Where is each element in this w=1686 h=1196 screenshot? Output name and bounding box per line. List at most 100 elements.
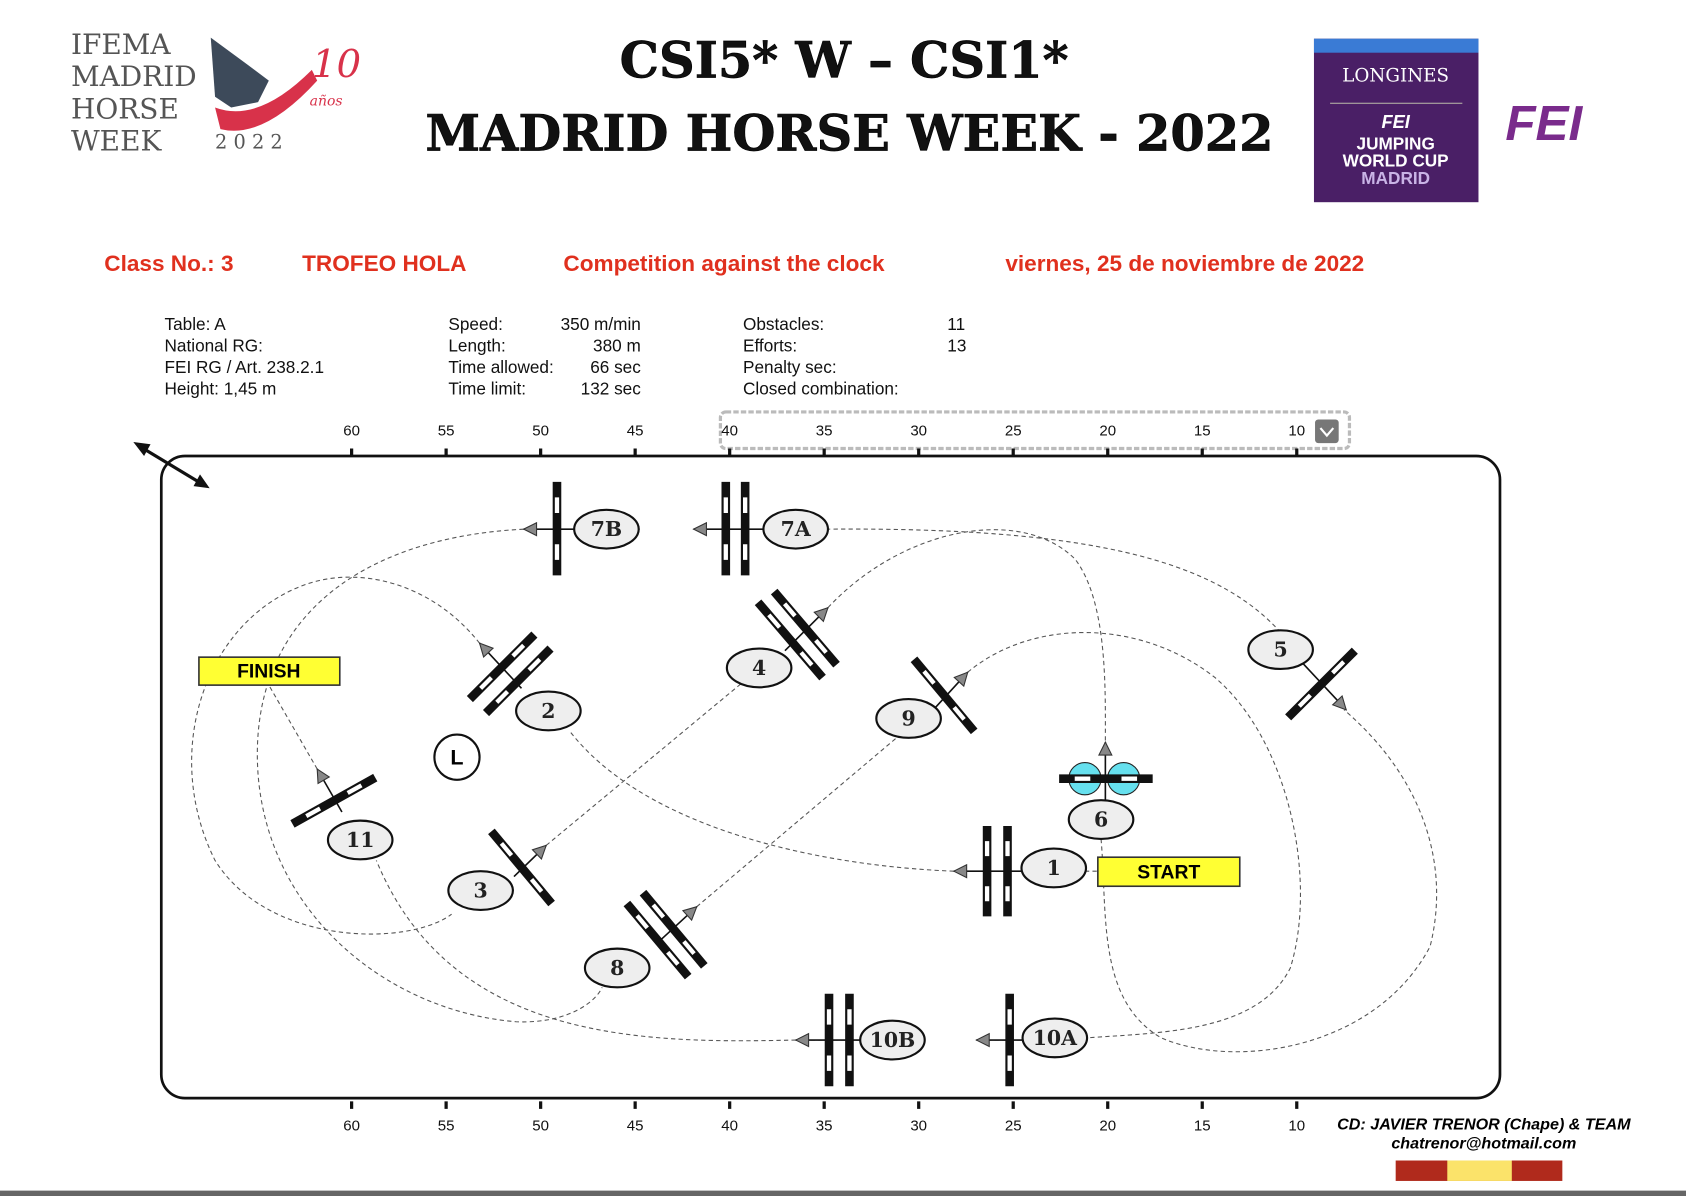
- title-line-1: CSI5* W – CSI1*: [620, 31, 1069, 89]
- obstacle-number-badge: [762, 508, 830, 550]
- rail-stripes: [1286, 649, 1357, 719]
- title-line-2: MADRID HORSE WEEK - 2022: [425, 105, 1273, 163]
- rail-stripes: [625, 902, 690, 978]
- spec-value: 380 m: [593, 336, 641, 356]
- sponsor-line: WORLD CUP: [1343, 151, 1449, 171]
- arena-outline: [159, 454, 1502, 1100]
- ruler-label-top: 10: [1288, 423, 1305, 440]
- spec-value: 350 m/min: [561, 314, 641, 334]
- course-designer: CD: JAVIER TRENOR (Chape) & TEAM: [1337, 1115, 1631, 1133]
- rail: [754, 599, 826, 681]
- direction-arrow-icon: [681, 905, 698, 922]
- logo-line: WEEK: [71, 125, 163, 158]
- horse-head-icon: [210, 37, 269, 108]
- ribbon-icon: [215, 69, 318, 131]
- ruler-label-bottom: 30: [910, 1117, 927, 1134]
- obstacle-8: 8: [583, 889, 708, 989]
- obstacle-number: 1: [1047, 856, 1061, 880]
- ruler-label-bottom: 20: [1099, 1117, 1116, 1134]
- obstacle-10A: 10A: [975, 993, 1089, 1087]
- obstacle-number: 3: [474, 879, 488, 903]
- spec-label: Obstacles:: [743, 314, 824, 334]
- ruler-label-bottom: 40: [721, 1117, 738, 1134]
- direction-arrow-icon: [316, 767, 331, 785]
- ruler-label-bottom: 50: [532, 1117, 549, 1134]
- direction-arrow-icon: [952, 863, 968, 879]
- marker-l-label: L: [450, 746, 463, 770]
- rail: [290, 773, 378, 828]
- orientation-arrow-icon: [133, 442, 210, 489]
- designer-email[interactable]: chatrenor@hotmail.com: [1391, 1135, 1576, 1153]
- ruler-label-top: 35: [816, 423, 833, 440]
- logo-line: IFEMA: [71, 28, 171, 61]
- obstacle-number-badge: [573, 508, 640, 550]
- ruler-label-top: 25: [1005, 423, 1022, 440]
- ruler-label-bottom: 10: [1288, 1117, 1305, 1134]
- ruler-selection: [718, 410, 1352, 451]
- direction-arrow-icon: [794, 1032, 810, 1048]
- longines-world-cup-logo: LONGINES FEI JUMPING WORLD CUP MADRID: [1313, 38, 1479, 203]
- ruler-label-top: 45: [627, 423, 644, 440]
- obstacle-10B: 10B: [794, 993, 926, 1087]
- distance-ruler: 6060555550504545404035353030252520201515…: [343, 423, 1305, 1135]
- obstacle-4: 4: [725, 588, 840, 689]
- ruler-dropdown-button[interactable]: [1315, 419, 1339, 444]
- ruler-label-bottom: 35: [816, 1117, 833, 1134]
- spec-text: FEI RG / Art. 238.2.1: [165, 357, 325, 377]
- obstacle-number: 4: [752, 656, 766, 680]
- competition-type: Competition against the clock: [563, 251, 885, 276]
- obstacle-7A: 7A: [692, 481, 830, 576]
- sponsor-line: MADRID: [1361, 168, 1430, 188]
- obstacle-number: 9: [901, 706, 915, 730]
- ruler-label-bottom: 60: [343, 1117, 360, 1134]
- obstacle-1: 1: [952, 826, 1088, 917]
- ruler-label-top: 30: [910, 423, 927, 440]
- class-number: Class No.: 3: [104, 251, 233, 276]
- obstacle-number: 10B: [870, 1028, 916, 1052]
- obstacle-5: 5: [1247, 629, 1358, 721]
- obstacle-number-badge: [515, 690, 582, 732]
- obstacle-7B: 7B: [522, 481, 640, 576]
- obstacle-number-badge: [583, 947, 651, 989]
- obstacle-11: 11: [290, 767, 394, 861]
- ruler-label-top: 60: [343, 423, 360, 440]
- anniversary-number: 10: [312, 42, 361, 87]
- obstacle-number: 10A: [1033, 1026, 1078, 1050]
- spec-label: Closed combination:: [743, 379, 899, 399]
- chevron-down-icon: [1319, 427, 1335, 438]
- ruler-label-top: 50: [532, 423, 549, 440]
- spec-label: Penalty sec:: [743, 357, 837, 377]
- ruler-label-bottom: 45: [627, 1117, 644, 1134]
- rail-stripes: [468, 633, 536, 701]
- ruler-label-top: 15: [1194, 423, 1211, 440]
- logo-line: HORSE: [71, 92, 179, 125]
- obstacle-number-badge: [1021, 1017, 1089, 1059]
- obstacle-6: 6: [1059, 740, 1153, 840]
- page-bottom-edge: [0, 1190, 1686, 1196]
- anniversary-sub: años: [310, 93, 343, 109]
- direction-arrow-icon: [813, 606, 829, 623]
- obstacle-number: 6: [1094, 808, 1108, 832]
- ruler-label-bottom: 55: [438, 1117, 455, 1134]
- obstacle-number-badge: [1020, 847, 1088, 889]
- direction-arrow-icon: [522, 521, 538, 537]
- spec-label: Time limit:: [448, 379, 526, 399]
- start-box: START: [1097, 856, 1241, 888]
- obstacle-number: 8: [610, 956, 624, 980]
- sponsor-brand: LONGINES: [1342, 66, 1449, 87]
- spec-value: 13: [947, 336, 966, 356]
- rail-stripes: [489, 830, 554, 905]
- spec-text: National RG:: [165, 336, 263, 356]
- marker-l: L: [433, 733, 481, 781]
- obstacles: 1 2 3 4 5 6 7A 7B 8 9 10A 10B 11: [290, 481, 1358, 1087]
- spec-text: Table: A: [165, 314, 227, 334]
- obstacle-number-badge: [725, 647, 793, 689]
- obstacle-number: 5: [1274, 638, 1288, 662]
- obstacle-2: 2: [466, 631, 582, 732]
- finish-box: FINISH: [198, 656, 341, 686]
- ruler-label-bottom: 15: [1194, 1117, 1211, 1134]
- ruler-label-top: 55: [438, 423, 455, 440]
- direction-arrow-icon: [1098, 740, 1113, 756]
